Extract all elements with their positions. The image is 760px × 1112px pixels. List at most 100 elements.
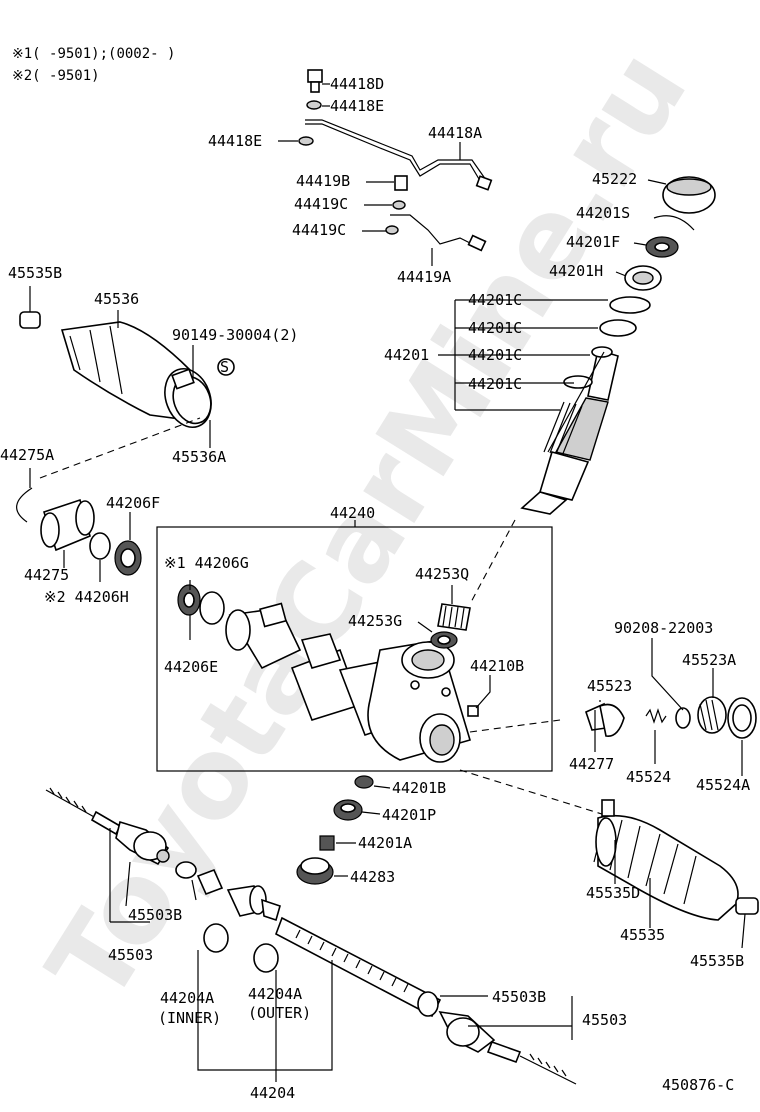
part-44201S	[653, 215, 695, 231]
cylinder-end	[225, 602, 302, 670]
label-44277: 44277	[569, 755, 614, 773]
clamp-45535B-left	[19, 286, 41, 329]
part-45222	[662, 176, 716, 214]
label-44201P: 44201P	[382, 806, 436, 824]
label-44204A-outer: 44204A	[248, 985, 302, 1003]
tube-44418A	[298, 69, 493, 191]
label-45536A: 45536A	[172, 448, 226, 466]
axis-boot-right	[459, 769, 606, 816]
label-45503B-a: 45503B	[128, 906, 182, 924]
label-inner: (INNER)	[158, 1009, 221, 1027]
inner-end-left	[226, 885, 281, 922]
label-44204: 44204	[250, 1084, 295, 1102]
label-44419A: 44419A	[397, 268, 451, 286]
part-44204A-outer	[253, 943, 279, 973]
label-44240: 44240	[330, 504, 375, 522]
part-44275A	[16, 487, 33, 523]
label-44206E: 44206E	[164, 658, 218, 676]
label-44418A: 44418A	[428, 124, 482, 142]
label-45524A: 45524A	[696, 776, 750, 794]
part-44206H	[89, 532, 111, 560]
label-44201A: 44201A	[358, 834, 412, 852]
label-outer: (OUTER)	[248, 1004, 311, 1022]
part-44210B	[467, 705, 479, 717]
label-45503-a: 45503	[108, 946, 153, 964]
label-45535B-b: 45535B	[690, 952, 744, 970]
label-44206F: 44206F	[106, 494, 160, 512]
part-44206E	[177, 584, 201, 616]
boot-45536	[60, 321, 212, 428]
note-1: ※1( -9501);(0002- )	[12, 46, 175, 62]
label-44419B: 44419B	[296, 172, 350, 190]
label-44419C-a: 44419C	[294, 195, 348, 213]
label-45503-b: 45503	[582, 1011, 627, 1029]
label-44418D: 44418D	[330, 75, 384, 93]
label-45523: 45523	[587, 677, 632, 695]
label-44275A: 44275A	[0, 446, 54, 464]
label-44206G: ※1 44206G	[164, 554, 249, 572]
label-45535D: 45535D	[586, 884, 640, 902]
rack-44204	[275, 916, 442, 1018]
label-90208: 90208-22003	[614, 619, 713, 637]
part-44206F	[114, 540, 142, 576]
ring-44201C-2	[599, 319, 637, 337]
part-45523	[599, 703, 625, 737]
part-44201H	[624, 265, 662, 291]
clip-45503B-right	[417, 991, 439, 1017]
figure-code: 450876-C	[662, 1076, 734, 1094]
part-44201F	[645, 236, 679, 258]
part-44275	[40, 498, 95, 552]
label-44201H: 44201H	[549, 262, 603, 280]
part-44283	[296, 857, 334, 885]
rack-housing-44240	[290, 633, 471, 763]
axis-valve-right	[469, 719, 561, 733]
part-45523A	[697, 696, 727, 734]
part-44201A	[319, 835, 335, 851]
part-44201B	[354, 775, 374, 789]
label-44201: 44201	[384, 346, 429, 364]
label-45222: 45222	[592, 170, 637, 188]
boot-45535	[593, 799, 759, 921]
label-44204A-inner: 44204A	[160, 989, 214, 1007]
label-44210B: 44210B	[470, 657, 524, 675]
label-45535: 45535	[620, 926, 665, 944]
label-44201C-3: 44201C	[468, 346, 522, 364]
tie-rod-right	[438, 1010, 577, 1085]
part-44253G	[430, 631, 458, 649]
label-90149: 90149-30004(2)	[172, 326, 298, 344]
part-45524A	[727, 697, 757, 739]
mark-s-label: S	[220, 358, 229, 376]
label-45524: 45524	[626, 768, 671, 786]
label-44253G: 44253G	[348, 612, 402, 630]
note-2: ※2( -9501)	[12, 68, 100, 84]
tie-rod-left	[45, 787, 170, 866]
label-45503B-b: 45503B	[492, 988, 546, 1006]
part-45524	[645, 708, 667, 724]
label-44206H: ※2 44206H	[44, 588, 129, 606]
label-44201C-2: 44201C	[468, 319, 522, 337]
washer-90208	[675, 707, 691, 729]
label-44418E-b: 44418E	[208, 132, 262, 150]
ring-44201C-1	[609, 296, 651, 314]
label-44283: 44283	[350, 868, 395, 886]
bushing-left	[196, 868, 224, 896]
clip-45503B-left	[175, 861, 197, 879]
label-44201S: 44201S	[576, 204, 630, 222]
part-44253Q	[437, 603, 471, 631]
label-44201B: 44201B	[392, 779, 446, 797]
label-44201C-1: 44201C	[468, 291, 522, 309]
label-44253Q: 44253Q	[415, 565, 469, 583]
part-44204A-inner	[203, 923, 229, 953]
axis-boot-left	[39, 417, 201, 479]
label-45523A: 45523A	[682, 651, 736, 669]
pinion-valve-44201	[520, 346, 619, 515]
axis-pinion	[469, 519, 516, 605]
label-45536: 45536	[94, 290, 139, 308]
label-44418E-a: 44418E	[330, 97, 384, 115]
label-45535B-a: 45535B	[8, 264, 62, 282]
part-44206G	[199, 591, 225, 625]
tube-44419A	[385, 175, 487, 252]
mark-s	[217, 358, 235, 376]
